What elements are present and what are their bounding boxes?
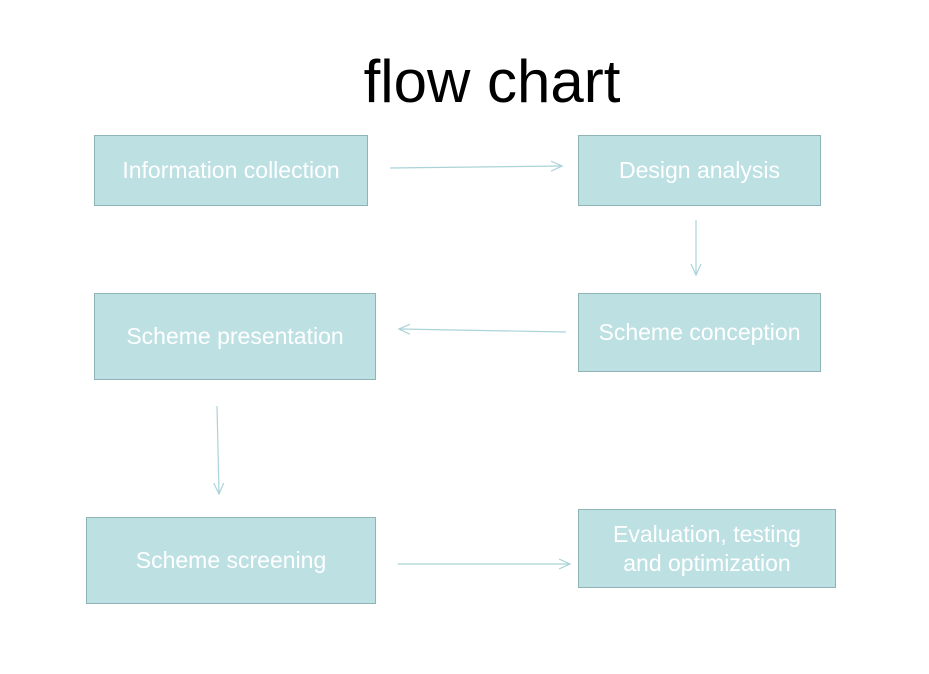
node-information-collection: Information collection <box>94 135 368 206</box>
arrow-conception-to-presentation <box>399 329 567 332</box>
node-design-analysis: Design analysis <box>578 135 821 206</box>
diagram-title: flow chart <box>363 48 621 115</box>
node-scheme-screening: Scheme screening <box>86 517 376 604</box>
arrow-presentation-to-screening <box>217 405 219 494</box>
arrow-collection-to-analysis <box>389 166 562 168</box>
node-scheme-conception: Scheme conception <box>578 293 821 372</box>
node-evaluation-testing-optimization: Evaluation, testing and optimization <box>578 509 836 588</box>
node-scheme-presentation: Scheme presentation <box>94 293 376 380</box>
